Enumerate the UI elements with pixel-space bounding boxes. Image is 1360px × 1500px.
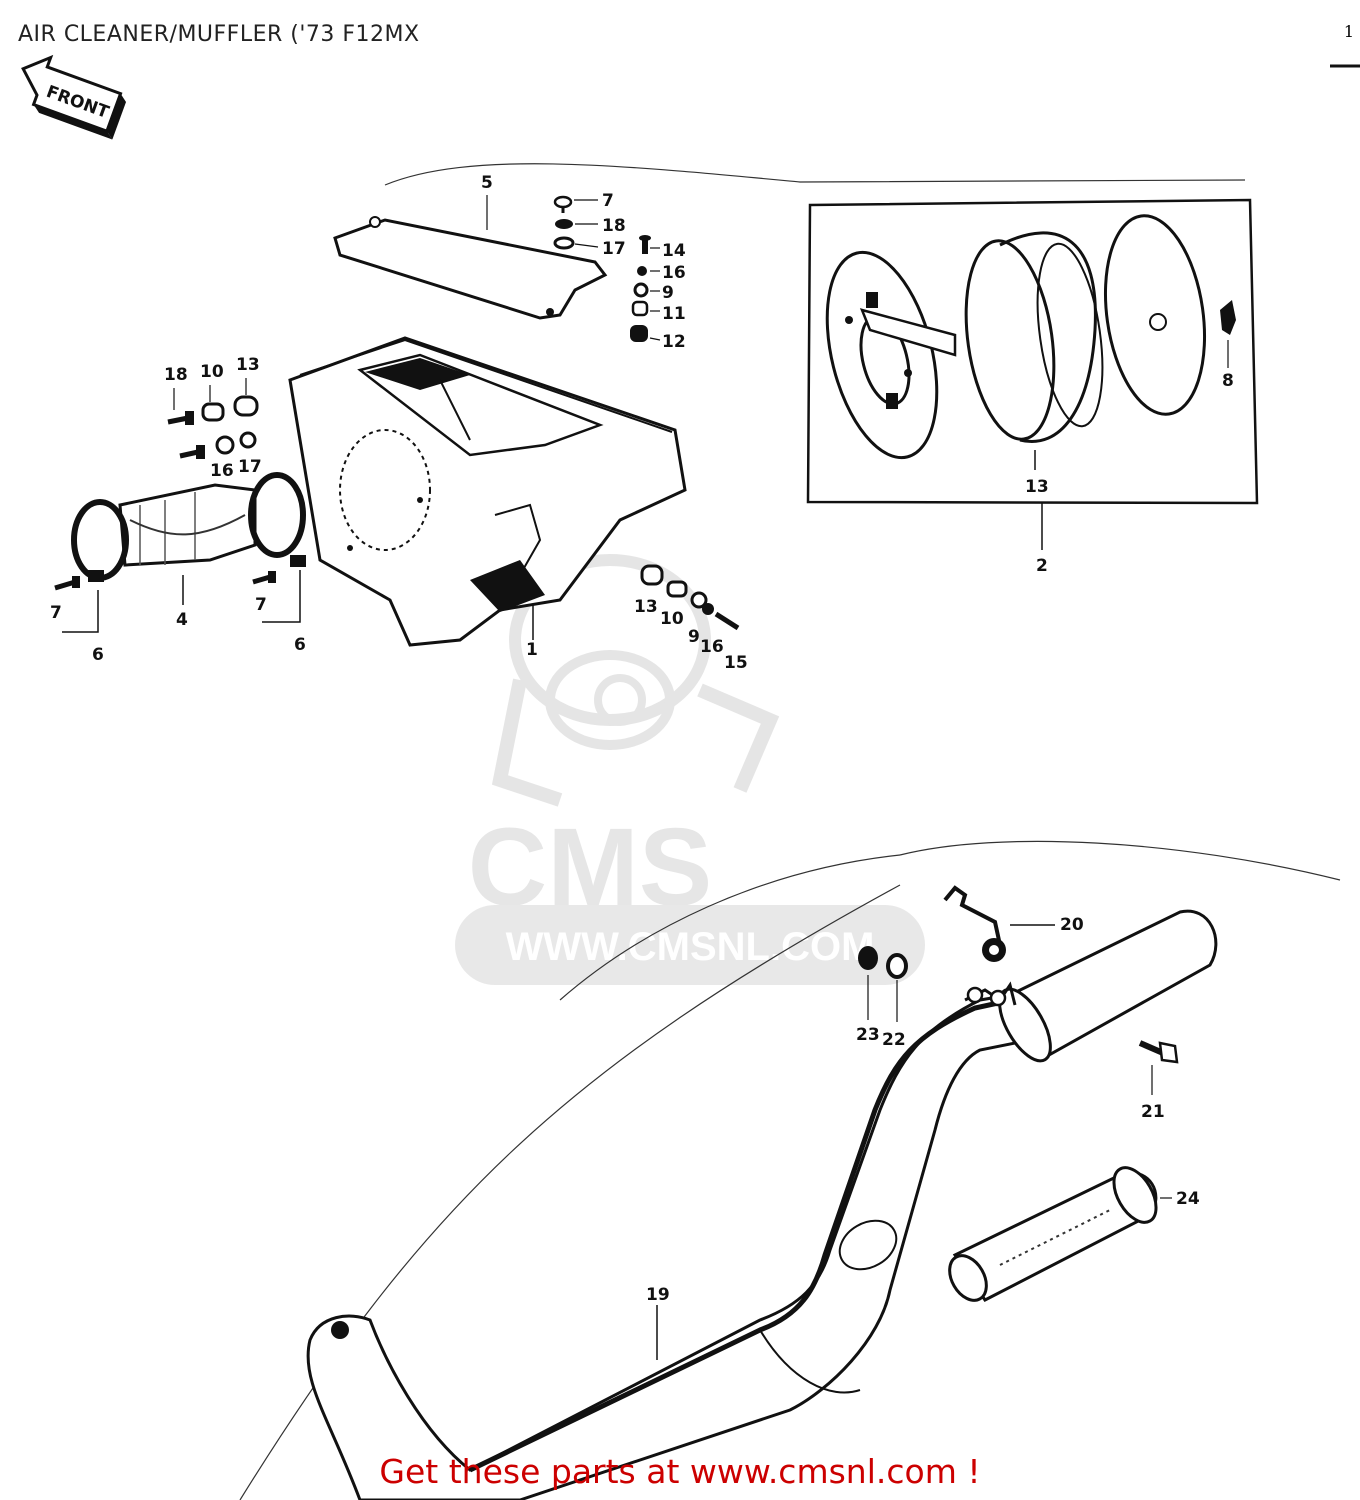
- callout-7-right: 7: [255, 595, 267, 615]
- callout-7-top: 7: [602, 191, 614, 211]
- hardware-top-stack: [553, 195, 599, 250]
- callout-10-bottom: 10: [660, 609, 684, 629]
- footer-parts-link[interactable]: Get these parts at www.cmsnl.com !: [379, 1452, 981, 1491]
- callout-24: 24: [1176, 1189, 1200, 1209]
- part-21-bolt: [1138, 1040, 1179, 1095]
- part-4-intake-hose: [118, 483, 257, 605]
- callout-1: 1: [526, 640, 538, 660]
- part-6-hose-clamp-right: [248, 472, 306, 567]
- part-2-element-assembly: [806, 198, 1259, 550]
- callout-6-right: 6: [294, 635, 306, 655]
- part-24-baffle: [948, 1166, 1172, 1302]
- frame-outline-lower-c: [559, 854, 901, 1001]
- callout-19: 19: [646, 1285, 670, 1305]
- callout-13-bottom: 13: [634, 597, 658, 617]
- callout-11: 11: [662, 304, 686, 324]
- part-19-exhaust-pipe: [306, 988, 1042, 1500]
- frame-outline-lower-b: [899, 840, 1341, 881]
- leader-6-right: [262, 570, 301, 623]
- callout-15: 15: [724, 653, 748, 673]
- callout-20: 20: [1060, 915, 1084, 935]
- hardware-right-stack: [630, 235, 661, 342]
- cmsnl-watermark: CMS WWW.CMSNL.COM: [455, 554, 925, 985]
- callout-16-bottom: 16: [700, 637, 724, 657]
- callout-10-left: 10: [200, 362, 224, 382]
- page-title: AIR CLEANER/MUFFLER ('73 F12MX: [18, 22, 420, 47]
- hardware-bottom-stack: [640, 564, 740, 631]
- callout-17-top: 17: [602, 239, 626, 259]
- frame-outline-upper: [384, 163, 1246, 186]
- callout-7-left: 7: [50, 603, 62, 623]
- callout-6-left: 6: [92, 645, 104, 665]
- watermark-url: WWW.CMSNL.COM: [506, 925, 875, 969]
- callout-5: 5: [481, 173, 493, 193]
- callout-12: 12: [662, 332, 686, 352]
- callout-16-top: 16: [662, 263, 686, 283]
- callout-21: 21: [1141, 1102, 1165, 1122]
- front-arrow-icon: FRONT: [21, 54, 127, 140]
- callout-8: 8: [1222, 371, 1234, 391]
- callout-13-left: 13: [236, 355, 260, 375]
- callout-17-left: 17: [238, 457, 262, 477]
- part-6-hose-clamp-left: [71, 499, 129, 582]
- callout-23: 23: [856, 1025, 880, 1045]
- part-7-screw-left: [54, 576, 80, 591]
- part-7-screw-right: [252, 571, 276, 585]
- callout-14: 14: [662, 241, 686, 261]
- part-22-washer: [886, 953, 908, 1022]
- corner-page-mark: 1: [1343, 22, 1354, 41]
- callout-22: 22: [882, 1030, 906, 1050]
- leader-6-left: [62, 590, 99, 633]
- part-23-nut: [858, 946, 878, 1020]
- callout-9-bottom: 9: [688, 627, 700, 647]
- hardware-left-stack: [167, 378, 259, 459]
- callout-2: 2: [1036, 556, 1048, 576]
- callout-18-top: 18: [602, 216, 626, 236]
- part-20-bracket: [943, 885, 1055, 962]
- part-19-muffler-can: [964, 909, 1218, 1063]
- callout-18-left: 18: [164, 365, 188, 385]
- callout-13-element: 13: [1025, 477, 1049, 497]
- callout-16-left: 16: [210, 461, 234, 481]
- callout-9-top: 9: [662, 283, 674, 303]
- part-5-cover-plate: [333, 216, 608, 320]
- callout-4: 4: [176, 610, 188, 630]
- part-1-air-cleaner-case: [288, 336, 687, 647]
